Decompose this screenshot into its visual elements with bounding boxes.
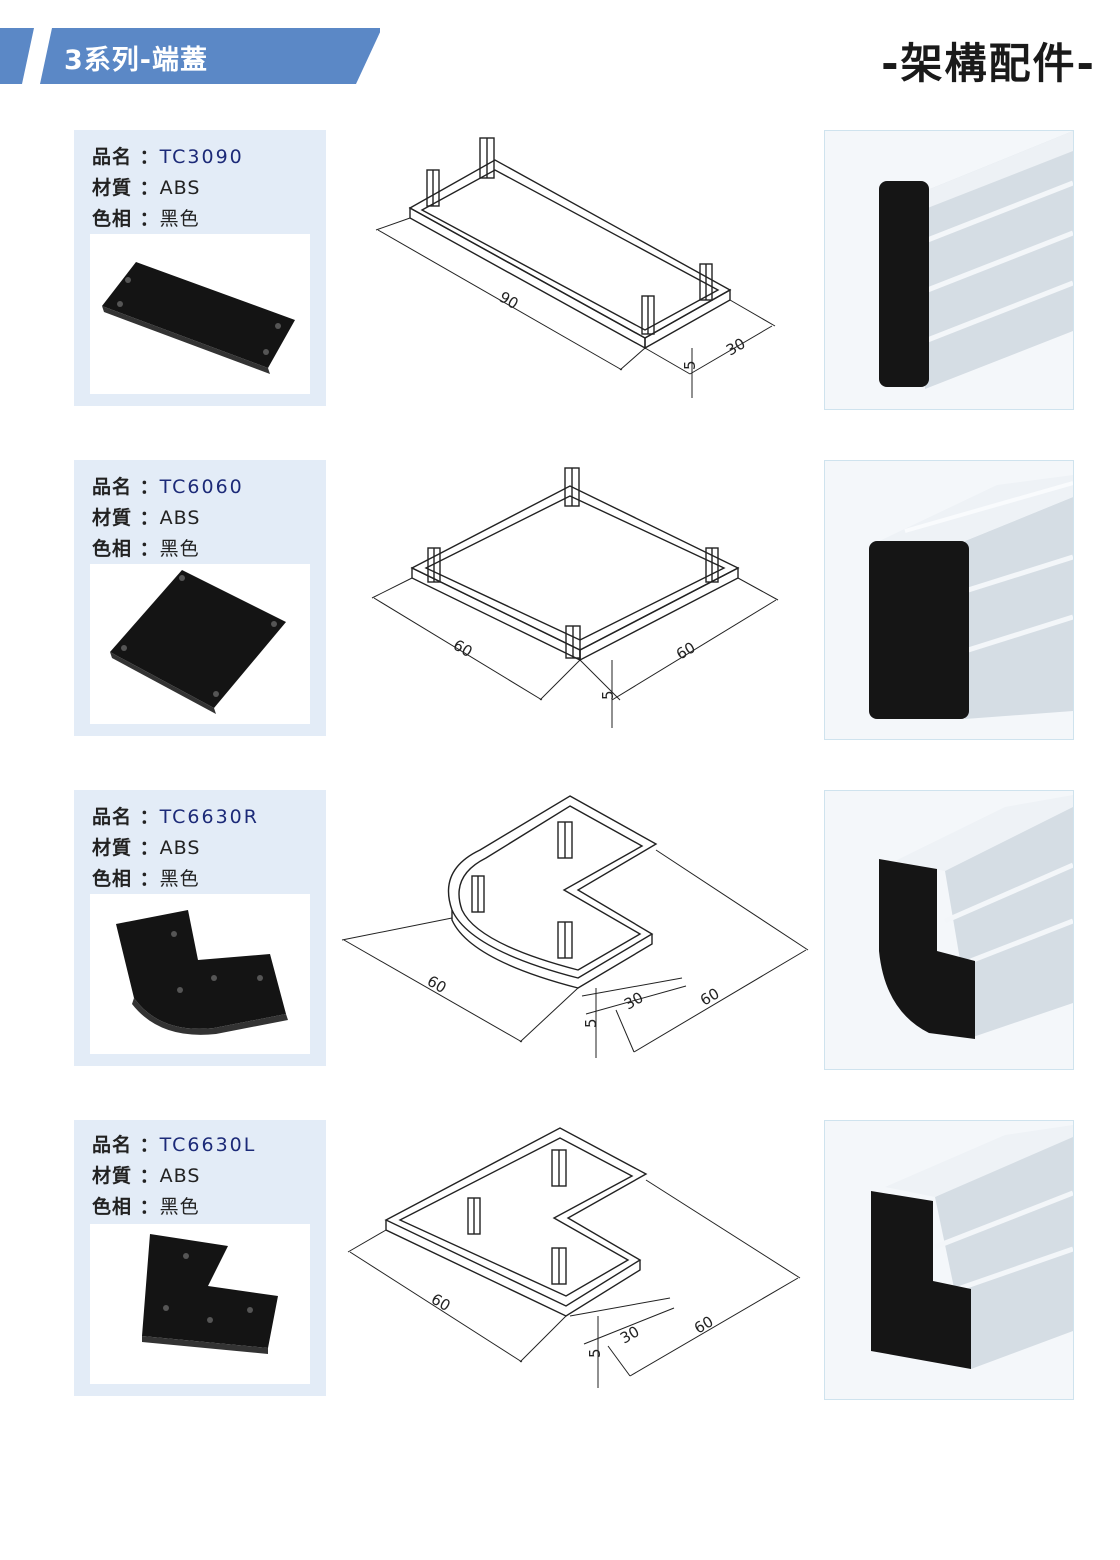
- product-code: TC3090: [159, 146, 244, 168]
- dim-depth: 60: [691, 1312, 717, 1337]
- spec-color: 色相 ：黑色: [92, 538, 200, 560]
- product-photo: [90, 894, 310, 1054]
- dimension-drawing: 90 30 5: [330, 130, 820, 410]
- product-code: TC6630L: [159, 1134, 257, 1156]
- product-info-panel: 品名 ：TC6630R 材質 ：ABS 色相 ：黑色: [74, 790, 326, 1066]
- dimension-drawing: 60 60 5: [330, 460, 820, 740]
- spec-name: 品名 ：TC3090: [92, 146, 244, 168]
- spec-color: 色相 ：黑色: [92, 1196, 200, 1218]
- product-row-tc6630r: 品名 ：TC6630R 材質 ：ABS 色相 ：黑色: [0, 790, 1120, 1070]
- dim-width: 30: [617, 1322, 643, 1347]
- dim-thickness: 5: [599, 690, 617, 700]
- product-info-panel: 品名 ：TC6060 材質 ：ABS 色相 ：黑色: [74, 460, 326, 736]
- spec-material: 材質 ：ABS: [92, 177, 201, 199]
- product-render: [824, 1120, 1074, 1400]
- spec-name: 品名 ：TC6630L: [92, 1134, 257, 1156]
- product-row-tc3090: 品名 ：TC3090 材質 ：ABS 色相 ：黑色: [0, 130, 1120, 410]
- product-info-panel: 品名 ：TC3090 材質 ：ABS 色相 ：黑色: [74, 130, 326, 406]
- dim-depth: 60: [697, 984, 723, 1009]
- dim-length: 90: [496, 288, 522, 313]
- product-code: TC6630R: [159, 806, 259, 828]
- spec-material: 材質 ：ABS: [92, 507, 201, 529]
- category-title: -架構配件-: [881, 39, 1096, 88]
- product-photo: [90, 1224, 310, 1384]
- spec-color: 色相 ：黑色: [92, 868, 200, 890]
- dim-width: 60: [673, 638, 699, 663]
- section-title: 3系列-端蓋: [64, 45, 208, 76]
- dimension-drawing: 60 30 60 5: [330, 1120, 820, 1400]
- spec-material: 材質 ：ABS: [92, 1165, 201, 1187]
- dimension-drawing: 60 30 60 5: [330, 790, 820, 1070]
- product-photo: [90, 234, 310, 394]
- spec-name: 品名 ：TC6060: [92, 476, 244, 498]
- section-header-band: [0, 28, 380, 84]
- product-render: [824, 790, 1074, 1070]
- dim-thickness: 5: [586, 1348, 604, 1358]
- product-photo: [90, 564, 310, 724]
- dim-thickness: 5: [681, 360, 699, 370]
- dim-length: 60: [428, 1290, 454, 1315]
- dim-width: 30: [621, 988, 647, 1013]
- product-code: TC6060: [159, 476, 244, 498]
- product-info-panel: 品名 ：TC6630L 材質 ：ABS 色相 ：黑色: [74, 1120, 326, 1396]
- spec-material: 材質 ：ABS: [92, 837, 201, 859]
- product-row-tc6630l: 品名 ：TC6630L 材質 ：ABS 色相 ：黑色: [0, 1120, 1120, 1400]
- dim-length: 60: [424, 972, 450, 997]
- spec-name: 品名 ：TC6630R: [92, 806, 259, 828]
- product-row-tc6060: 品名 ：TC6060 材質 ：ABS 色相 ：黑色: [0, 460, 1120, 740]
- dim-width: 30: [723, 334, 749, 359]
- dim-thickness: 5: [582, 1018, 600, 1028]
- product-render: [824, 460, 1074, 740]
- spec-color: 色相 ：黑色: [92, 208, 200, 230]
- product-render: [824, 130, 1074, 410]
